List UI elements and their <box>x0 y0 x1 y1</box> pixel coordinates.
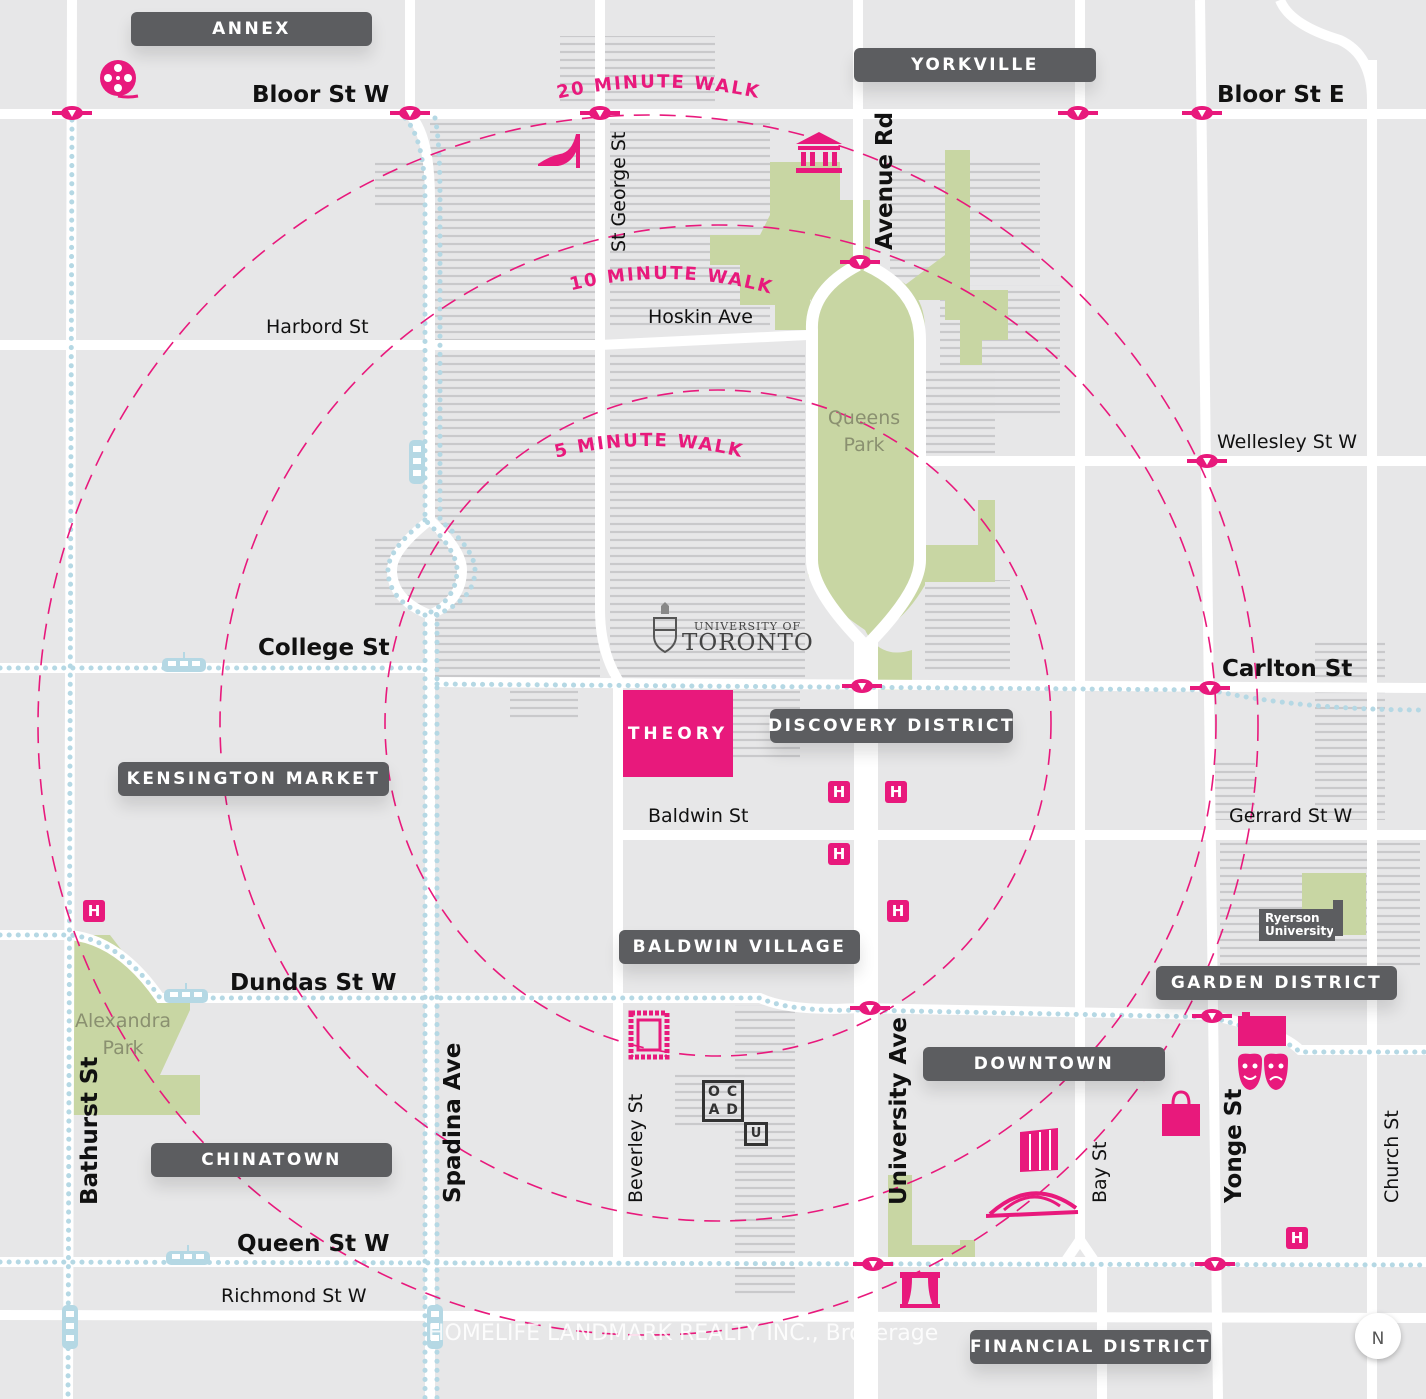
ttc-subway-icon[interactable] <box>1190 681 1230 695</box>
park-label-line-2: Park <box>843 434 885 456</box>
park-label-alexandra-park: Alexandra Park <box>73 1008 173 1062</box>
hospital-icon[interactable]: H <box>887 900 909 922</box>
walk-radius-rings <box>37 114 1259 1336</box>
ttc-subway-icon[interactable] <box>840 255 880 269</box>
hospital-icon[interactable]: H <box>885 781 907 803</box>
uoft-big-text: TORONTO <box>682 630 814 656</box>
watermark-text: HOMELIFE LANDMARK REALTY INC., Brokerage <box>428 1321 939 1346</box>
ring-20-minute <box>37 114 1259 1336</box>
street-bloor-e: Bloor St E <box>1217 82 1345 108</box>
streetcar-icon[interactable] <box>160 652 208 678</box>
street-bloor-w: Bloor St W <box>252 82 390 108</box>
ttc-subway-icon[interactable] <box>1187 454 1227 468</box>
streetcar-lines <box>0 115 1426 1399</box>
neighbourhood-discovery-district: DISCOVERY DISTRICT <box>768 709 1013 743</box>
street-hoskin: Hoskin Ave <box>648 306 753 328</box>
neighbourhood-downtown: DOWNTOWN <box>923 1047 1165 1081</box>
theory-building-marker[interactable]: THEORY <box>623 690 733 777</box>
ocad-letter-d: D <box>726 1102 738 1118</box>
compass-icon: N <box>1355 1313 1401 1359</box>
ttc-subway-icon[interactable] <box>1192 1009 1232 1023</box>
street-carlton: Carlton St <box>1222 656 1353 682</box>
streetcar-icon[interactable] <box>164 1245 212 1271</box>
ttc-subway-icon[interactable] <box>52 106 92 120</box>
neighbourhood-baldwin-village: BALDWIN VILLAGE <box>619 930 860 964</box>
ttc-subway-icon[interactable] <box>580 106 620 120</box>
ryerson-university-label: Ryerson University <box>1259 909 1335 941</box>
streetcar-icon[interactable] <box>423 1303 447 1351</box>
ttc-subway-icon[interactable] <box>390 106 430 120</box>
ocad-university-logo: O C A D <box>702 1080 744 1122</box>
uoft-small-text: UNIVERSITY OF <box>694 620 802 633</box>
neighbourhood-kensington-market: KENSINGTON MARKET <box>118 762 389 796</box>
park-label-line-1: Alexandra <box>74 1010 172 1032</box>
ryerson-line-1: Ryerson <box>1265 911 1320 925</box>
ttc-subway-icon[interactable] <box>853 1257 893 1271</box>
university-of-toronto-logo: UNIVERSITY OF TORONTO <box>652 602 813 658</box>
concert-hall-icon[interactable] <box>986 1126 1080 1222</box>
ocad-letter-a: A <box>708 1102 720 1118</box>
theatre-icon[interactable] <box>898 1270 942 1310</box>
stamp-icon[interactable] <box>628 1010 670 1060</box>
street-baldwin: Baldwin St <box>648 805 749 827</box>
uoft-crest-icon <box>653 602 677 654</box>
park-label-queens-park: Queens Park <box>822 405 906 459</box>
theatre-masks-icon[interactable] <box>1236 1012 1290 1096</box>
ttc-subway-icon[interactable] <box>850 1001 890 1015</box>
street-wellesley: Wellesley St W <box>1217 431 1358 453</box>
street-queen: Queen St W <box>237 1231 390 1257</box>
hospital-icon[interactable]: H <box>828 843 850 865</box>
film-reel-icon[interactable] <box>98 58 140 100</box>
neighbourhood-garden-district: GARDEN DISTRICT <box>1156 966 1397 1000</box>
parks <box>72 150 1366 1260</box>
neighbourhood-chinatown: CHINATOWN <box>151 1143 392 1177</box>
streetcar-icon[interactable] <box>405 438 429 486</box>
neighbourhood-annex: ANNEX <box>131 12 372 46</box>
hospital-icon[interactable]: H <box>828 781 850 803</box>
park-label-line-2: Park <box>102 1037 144 1059</box>
ocad-letter-c: C <box>726 1084 738 1100</box>
streetcar-icon[interactable] <box>58 1303 82 1351</box>
ring-5-minute <box>384 389 1052 1057</box>
park-label-line-1: Queens <box>827 407 901 429</box>
ryerson-line-2: University <box>1265 924 1335 938</box>
shopping-bag-icon[interactable] <box>1160 1090 1202 1138</box>
museum-icon[interactable] <box>794 130 844 174</box>
street-college: College St <box>258 635 390 661</box>
ocad-u-box: U <box>744 1122 768 1146</box>
ttc-subway-icon[interactable] <box>1195 1257 1235 1271</box>
ring-10-minute <box>219 224 1217 1222</box>
neighbourhood-financial-district: FINANCIAL DISTRICT <box>970 1330 1211 1364</box>
ttc-subway-icon[interactable] <box>842 679 882 693</box>
ryerson-building-block <box>1333 900 1343 936</box>
streetcar-icon[interactable] <box>162 983 210 1009</box>
hospital-icon[interactable]: H <box>83 900 105 922</box>
street-richmond: Richmond St W <box>221 1285 367 1307</box>
hospital-icon[interactable]: H <box>1286 1227 1308 1249</box>
street-dundas: Dundas St W <box>230 970 397 996</box>
street-harbord: Harbord St <box>266 316 369 338</box>
ttc-subway-icon[interactable] <box>1182 106 1222 120</box>
ocad-letter-o: O <box>708 1084 720 1100</box>
high-heel-icon[interactable] <box>536 128 584 170</box>
street-gerrard: Gerrard St W <box>1229 805 1353 827</box>
ttc-subway-icon[interactable] <box>1058 106 1098 120</box>
neighbourhood-yorkville: YORKVILLE <box>854 48 1096 82</box>
